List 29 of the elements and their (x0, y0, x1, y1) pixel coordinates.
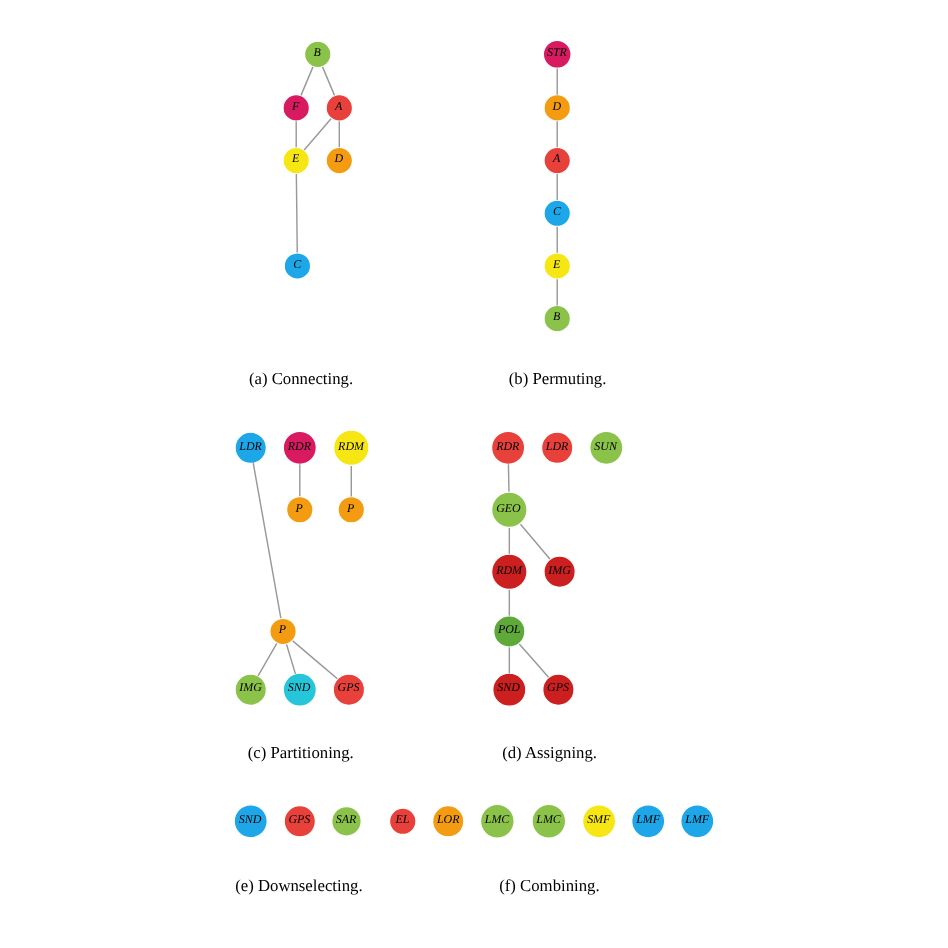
connector (508, 527, 511, 555)
connector (350, 465, 352, 498)
connector (252, 462, 282, 619)
label: (f) Combining. (499, 876, 600, 895)
connector (299, 463, 301, 497)
connector (556, 67, 558, 96)
label: (d) Assigning. (502, 744, 598, 763)
connector (507, 463, 510, 493)
connector (300, 66, 314, 97)
connector (295, 173, 298, 254)
connector (285, 643, 297, 675)
label: (c) Partitioning. (247, 744, 354, 763)
label: (a) Connecting. (248, 370, 354, 389)
connector (257, 642, 278, 677)
connector (518, 643, 550, 678)
connector (556, 120, 558, 149)
connector (295, 120, 297, 149)
label: (b) Permuting. (508, 370, 607, 389)
label: (e) Downselecting. (235, 876, 363, 895)
connector (508, 646, 511, 675)
connector (321, 66, 336, 97)
connector (508, 589, 511, 617)
connector (338, 120, 341, 149)
connector (556, 225, 558, 254)
connector (303, 118, 332, 151)
connector (556, 278, 558, 307)
connector (519, 523, 551, 560)
connector (556, 173, 558, 201)
connector (292, 640, 339, 680)
